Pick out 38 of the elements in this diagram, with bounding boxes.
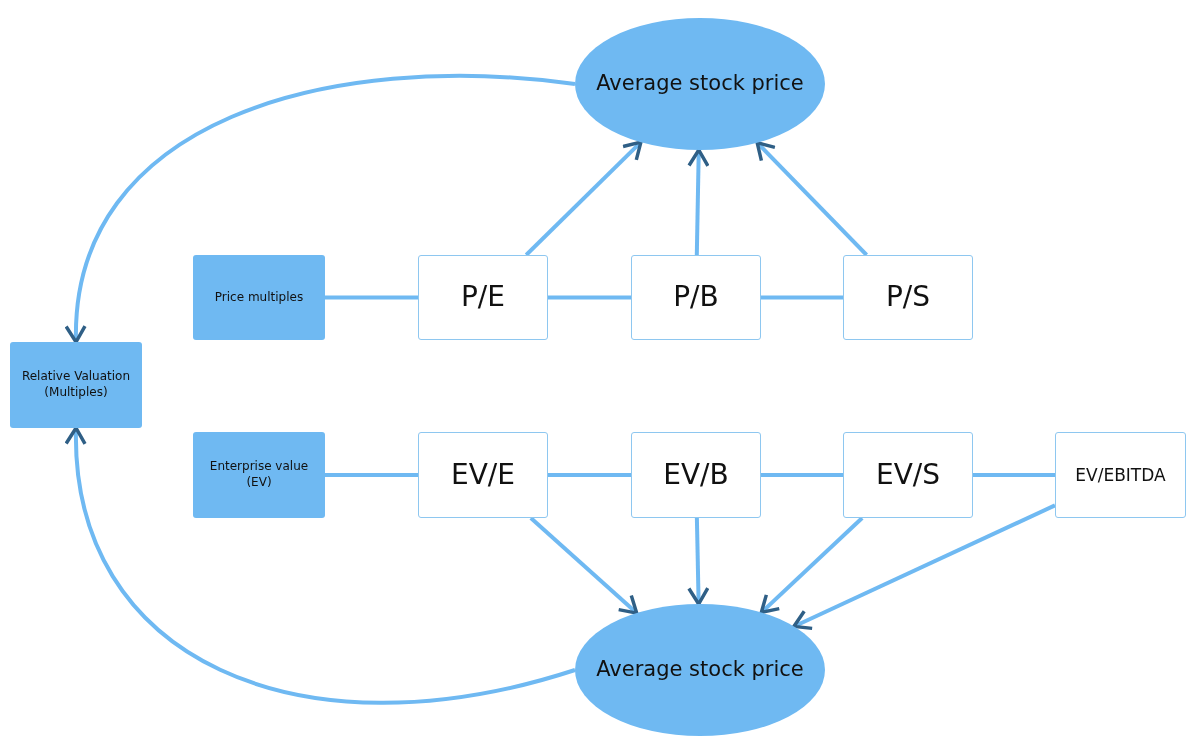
connector-line (548, 473, 631, 477)
arrow (687, 148, 710, 256)
connector-line (973, 473, 1055, 477)
node-label: Enterprise value (EV) (208, 459, 310, 491)
connector-line (761, 473, 843, 477)
connector-line (325, 295, 418, 300)
arrow (529, 516, 639, 615)
node-label: P/E (460, 279, 506, 316)
node-label: P/S (884, 279, 932, 316)
ratio-box (631, 432, 761, 518)
arrow (687, 517, 710, 606)
ratio-box (1055, 432, 1186, 518)
node-label: EV/B (662, 456, 730, 493)
node-label: Average stock price (595, 656, 805, 684)
node-label: EV/EBITDA (1074, 463, 1167, 487)
arrow (66, 73, 576, 344)
arrow (65, 426, 576, 705)
ratio-box (843, 255, 973, 340)
arrow (759, 516, 864, 615)
node-label: Relative Valuation (Multiples) (20, 369, 132, 401)
connector-line (761, 295, 843, 300)
node-label: EV/S (874, 456, 942, 493)
connector-line (325, 473, 418, 477)
arrow (755, 140, 869, 257)
ratio-box (631, 255, 761, 340)
category-box (193, 255, 325, 340)
node-label: P/B (672, 279, 720, 316)
ratio-box (418, 432, 548, 518)
arrow (524, 140, 643, 257)
category-box (10, 342, 142, 428)
ratio-box (843, 432, 973, 518)
node-label: Average stock price (595, 70, 805, 98)
node-label: Price multiples (213, 289, 305, 306)
node-label: EV/E (450, 456, 516, 493)
connector-line (548, 295, 631, 300)
ratio-box (418, 255, 548, 340)
arrow (792, 503, 1056, 631)
category-box (193, 432, 325, 518)
